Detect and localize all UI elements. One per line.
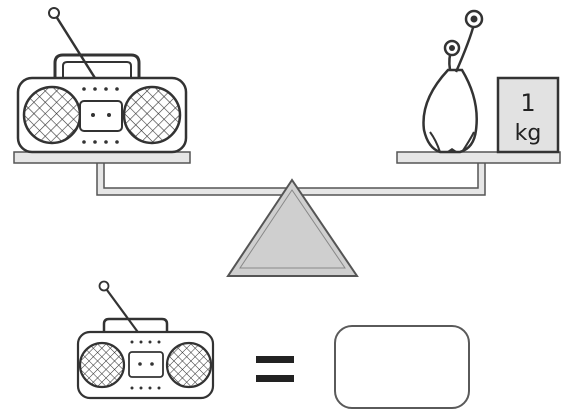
right-pan bbox=[397, 152, 560, 163]
question-radio-icon bbox=[78, 282, 213, 399]
weight-unit: kg bbox=[515, 121, 542, 146]
weight-block: 1 kg bbox=[498, 78, 558, 152]
alien-icon bbox=[424, 11, 483, 152]
left-pan bbox=[14, 152, 190, 163]
equals-sign bbox=[256, 356, 294, 382]
radio-icon bbox=[18, 8, 186, 152]
balance-scale bbox=[14, 152, 560, 276]
weight-value: 1 bbox=[520, 89, 535, 117]
answer-input-box[interactable] bbox=[334, 325, 470, 409]
